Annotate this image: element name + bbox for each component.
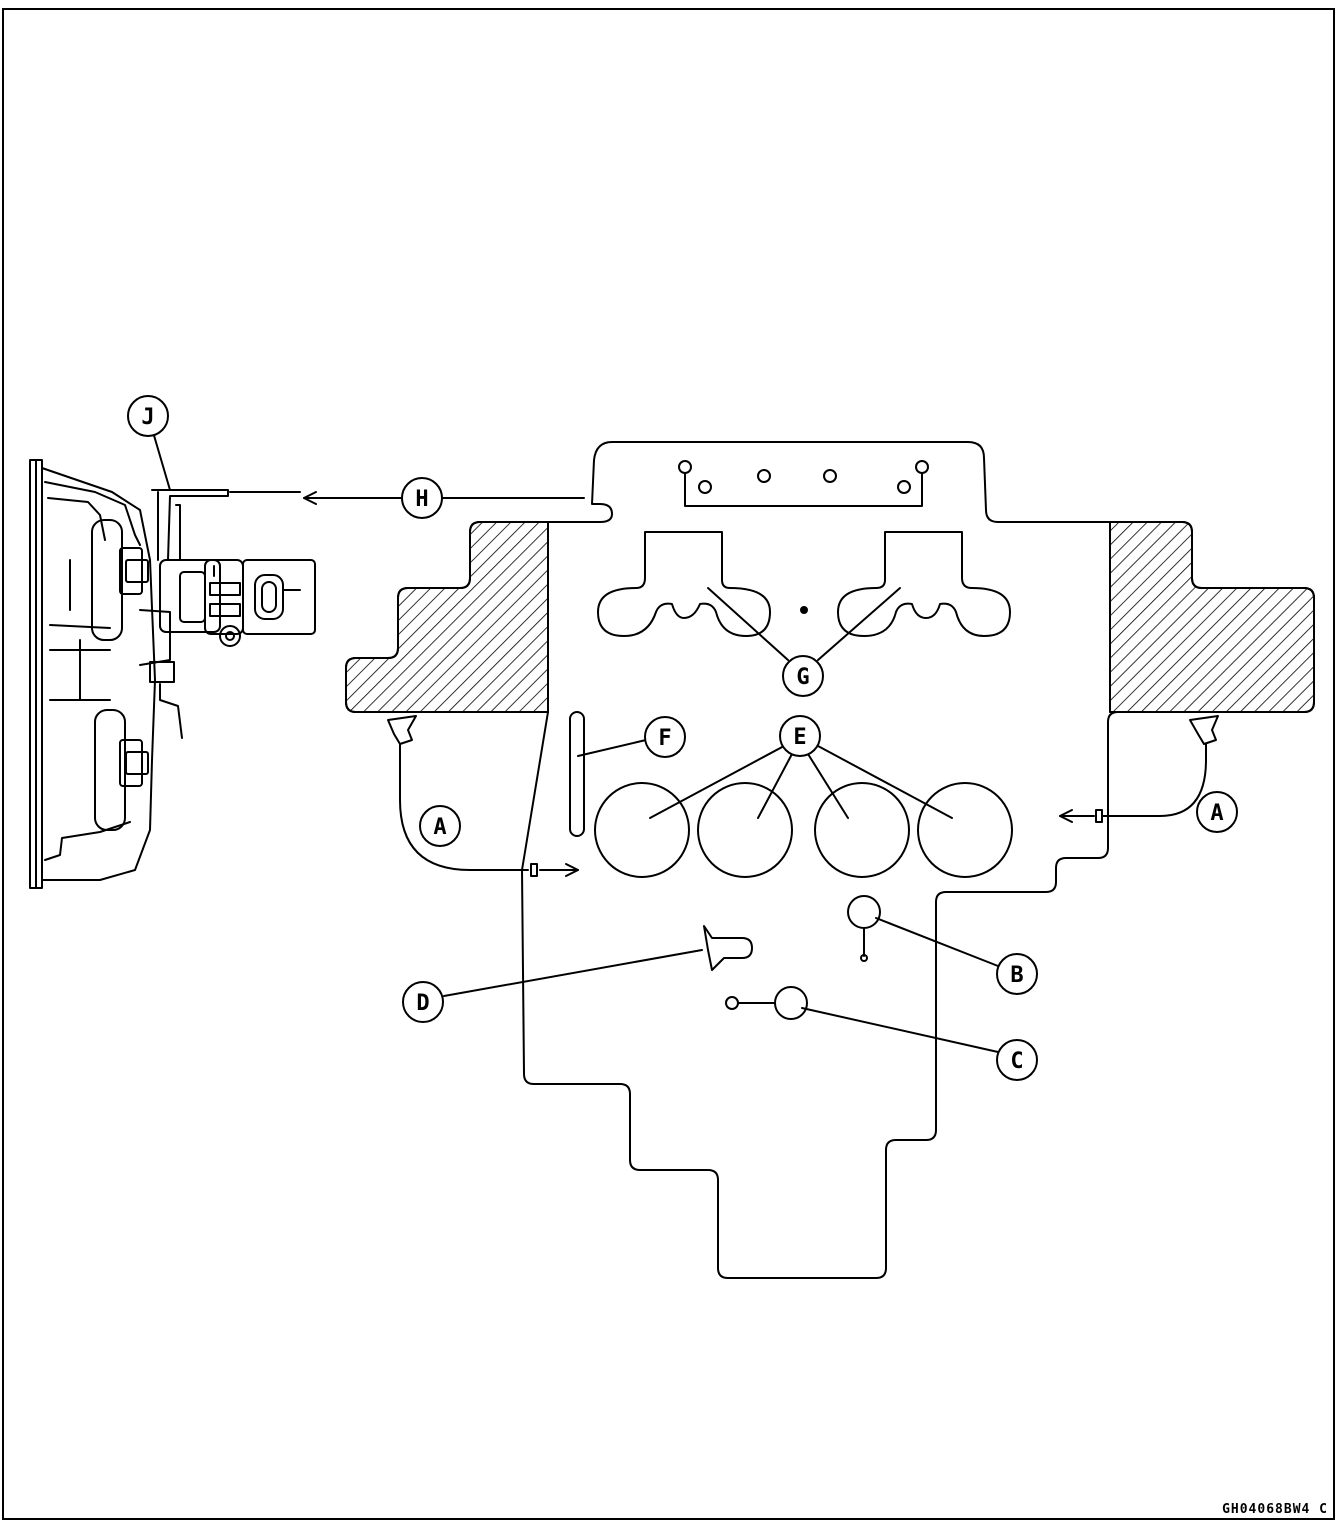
top-holes [678,460,929,507]
svg-text:D: D [416,991,429,1016]
callout-a-left: A [419,805,461,847]
callout-j: J [127,395,169,437]
svg-text:B: B [1010,963,1023,988]
dowel-right [1189,715,1219,745]
callout-h: H [401,477,443,519]
callout-g: G [782,655,824,697]
cutout-right [837,531,1011,637]
callout-b: B [996,953,1038,995]
slot-f [569,711,585,837]
keyhole-d [703,925,753,971]
cylinder-bores [594,782,1013,878]
callout-a-right: A [1196,791,1238,833]
svg-text:F: F [658,726,671,751]
svg-text:G: G [796,665,809,690]
svg-text:H: H [415,487,428,512]
engine-side-view [29,459,316,889]
hatched-area-left [345,521,549,713]
svg-text:C: C [1010,1049,1023,1074]
svg-text:E: E [793,725,806,750]
svg-text:J: J [141,405,154,430]
hatched-area-right [1109,521,1315,713]
svg-text:A: A [1210,801,1223,826]
callout-d: D [402,981,444,1023]
callout-e: E [779,715,821,757]
callout-c: C [996,1039,1038,1081]
cutout-left [597,531,771,637]
callout-f: F [644,716,686,758]
svg-text:A: A [433,815,446,840]
callouts: J H G F E A A B D C [127,395,1238,1081]
figure-code: GH04068BW4 C [1222,1502,1328,1517]
diagram-frame [2,8,1335,1520]
dowel-left [387,715,417,745]
